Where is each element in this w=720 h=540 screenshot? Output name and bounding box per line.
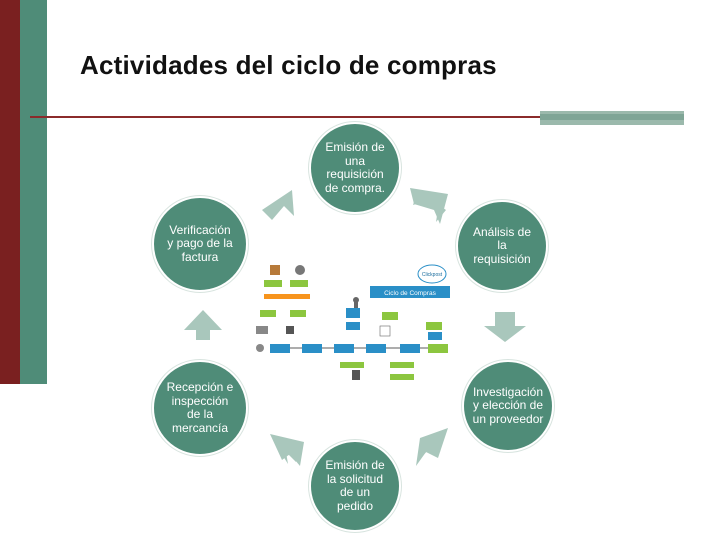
flow-box xyxy=(382,312,398,320)
flow-box xyxy=(290,310,306,317)
flow-box xyxy=(290,280,308,287)
arrow-head-top-right xyxy=(410,188,448,224)
printer-icon xyxy=(286,326,294,334)
node-label: Verificación y pago de la factura xyxy=(167,224,232,265)
flow-box xyxy=(340,362,364,368)
flow-box xyxy=(390,374,414,380)
box-icon xyxy=(270,265,280,275)
flow-box xyxy=(264,280,282,287)
node-label: Emisión de una requisición de compra. xyxy=(325,141,385,195)
logo-text: Clickpost xyxy=(422,272,443,278)
flow-box-blue xyxy=(428,332,442,340)
flow-box-blue xyxy=(302,344,322,353)
flow-box-blue xyxy=(334,344,354,353)
flow-bar xyxy=(264,294,310,299)
flow-box xyxy=(428,344,448,353)
person-icon xyxy=(352,370,360,380)
node-label: Recepción e inspección de la mercancía xyxy=(167,381,234,435)
flow-box-blue xyxy=(346,308,360,318)
gear-icon xyxy=(295,265,305,275)
node-investigacion-proveedor: Investigación y elección de un proveedor xyxy=(462,360,554,452)
flow-box-blue xyxy=(366,344,386,353)
node-label: Investigación y elección de un proveedor xyxy=(473,386,544,427)
document-icon xyxy=(380,326,390,336)
flow-box xyxy=(426,322,442,330)
flow-box xyxy=(390,362,414,368)
arrow-head-lower-right xyxy=(416,428,448,466)
computer-icon xyxy=(256,326,268,334)
node-emision-requisicion: Emisión de una requisición de compra. xyxy=(309,122,401,214)
gear-icon xyxy=(256,344,264,352)
flow-box-blue xyxy=(270,344,290,353)
microscope-icon xyxy=(354,302,358,308)
node-label: Emisión de la solicitud de un pedido xyxy=(325,459,384,513)
illustration-title: Ciclo de Compras xyxy=(384,290,436,297)
node-verificacion-pago: Verificación y pago de la factura xyxy=(152,196,248,292)
node-label: Análisis de la requisición xyxy=(473,226,531,267)
arrow-upper-left-to-top xyxy=(262,190,294,220)
arrow-right-down xyxy=(484,312,526,342)
flow-box xyxy=(260,310,276,317)
flow-box-blue xyxy=(400,344,420,353)
node-analisis-requisicion: Análisis de la requisición xyxy=(456,200,548,292)
node-recepcion-mercancia: Recepción e inspección de la mercancía xyxy=(152,360,248,456)
flow-box-blue xyxy=(346,322,360,330)
node-emision-pedido: Emisión de la solicitud de un pedido xyxy=(309,440,401,532)
ciclo-compras-illustration: Clickpost Ciclo de Compras xyxy=(250,262,455,382)
arrow-left-up xyxy=(184,310,222,340)
